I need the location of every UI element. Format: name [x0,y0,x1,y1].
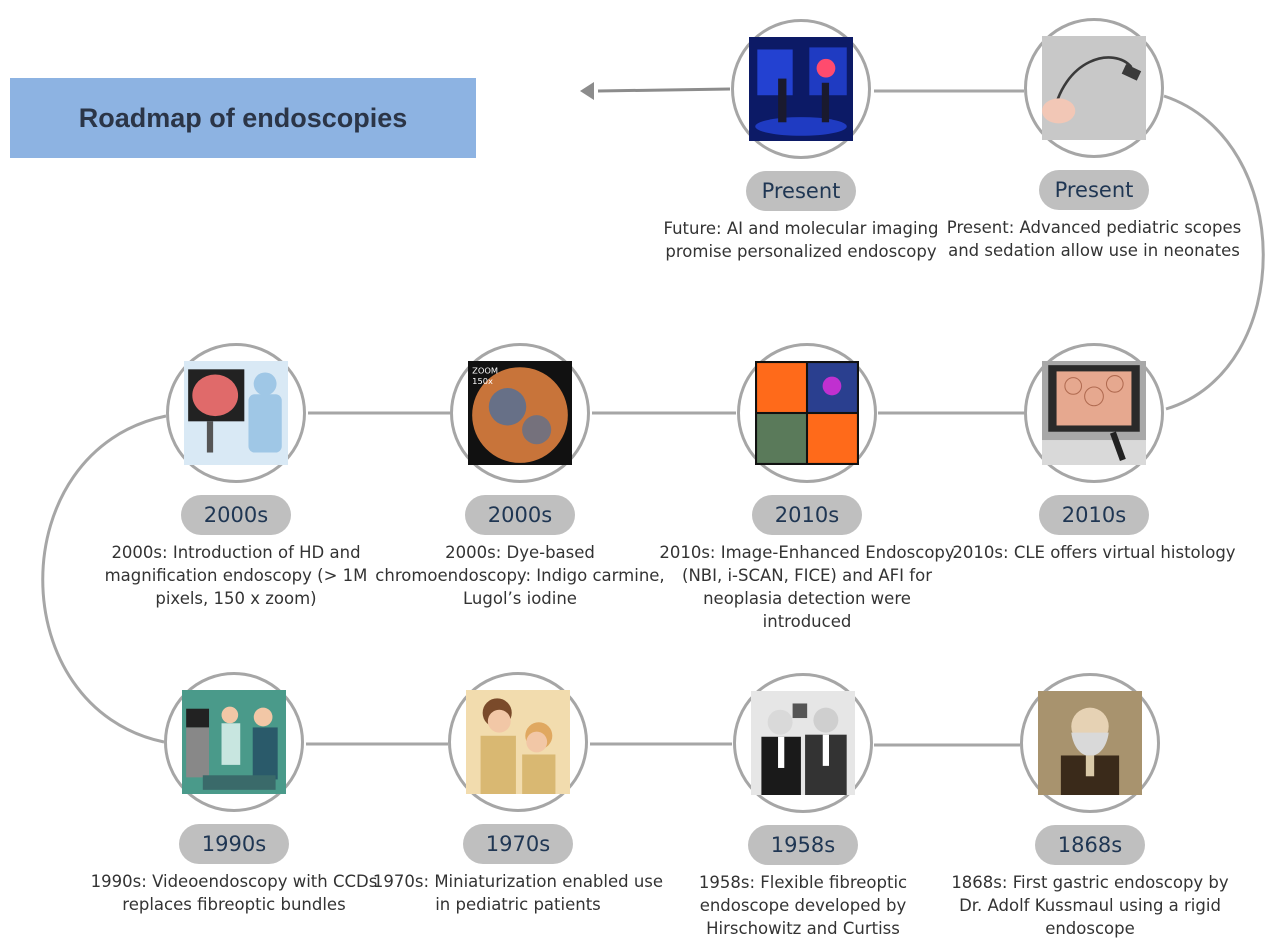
milestone-circle [1024,18,1164,158]
milestone-node: 2000s 2000s: Introduction of HD and magni… [86,343,386,610]
era-badge: 1958s [748,825,858,865]
milestone-caption: 2010s: CLE offers virtual histology [952,543,1236,562]
milestone-node: 1990s 1990s: Videoendoscopy with CCDs rep… [84,672,384,916]
era-badge: 1990s [179,824,289,864]
ai-hologram-image [749,37,853,141]
milestone-circle [1024,343,1164,483]
milestone-node: 2010s 2010s: Image-Enhanced Endoscopy (NB… [657,343,957,633]
milestone-node: 2010s 2010s: CLE offers virtual histology [944,343,1244,564]
arrow-head-left [580,82,594,100]
page-title: Roadmap of endoscopies [78,102,408,133]
milestone-node: 1970s 1970s: Miniaturization enabled use … [368,672,668,916]
milestone-caption: 1990s: Videoendoscopy with CCDs replaces… [90,872,378,914]
milestone-caption: 2000s: Dye-based chromoendoscopy: Indigo… [375,543,665,608]
milestone-circle [1020,673,1160,813]
era-badge: 2010s [1039,495,1149,535]
milestone-caption: 2010s: Image-Enhanced Endoscopy (NBI, i-… [659,543,955,631]
milestone-circle [733,673,873,813]
milestone-caption: Present: Advanced pediatric scopes and s… [946,218,1242,260]
milestone-caption: Future: AI and molecular imaging promise… [663,219,939,261]
era-badge: 2010s [752,495,862,535]
milestone-caption: 1958s: Flexible fibreoptic endoscope dev… [698,873,908,938]
milestone-node: 1958s 1958s: Flexible fibreoptic endoscop… [653,673,953,940]
milestone-circle [448,672,588,812]
cle-monitor-image [1042,361,1146,465]
milestone-circle [166,343,306,483]
era-badge: Present [746,171,856,211]
milestone-circle [164,672,304,812]
image-enhanced-endoscopy-image [755,361,859,465]
videoendoscopy-image [182,690,286,794]
hirschowitz-curtiss-image [751,691,855,795]
pediatric-scope-image [1042,36,1146,140]
milestone-caption: 1970s: Miniaturization enabled use in pe… [372,872,664,914]
milestone-caption: 1868s: First gastric endoscopy by Dr. Ad… [951,873,1229,938]
era-badge: Present [1039,170,1149,210]
milestone-circle [731,19,871,159]
milestone-caption: 2000s: Introduction of HD and magnificat… [104,543,368,608]
era-badge: 2000s [465,495,575,535]
milestone-circle [737,343,877,483]
connector-line [597,87,731,93]
era-badge: 2000s [181,495,291,535]
milestone-node: 1868s 1868s: First gastric endoscopy by D… [940,673,1240,940]
svg-text:ZOOM: ZOOM [472,365,498,375]
connector-curve-left [41,414,167,744]
connector-curve-right [1163,94,1265,411]
title-banner: Roadmap of endoscopies [10,78,476,158]
era-badge: 1868s [1035,825,1145,865]
svg-text:150x: 150x [472,376,493,386]
hd-endoscopy-image [184,361,288,465]
pediatric-patient-image [466,690,570,794]
kussmaul-portrait-image [1038,691,1142,795]
era-badge: 1970s [463,824,573,864]
